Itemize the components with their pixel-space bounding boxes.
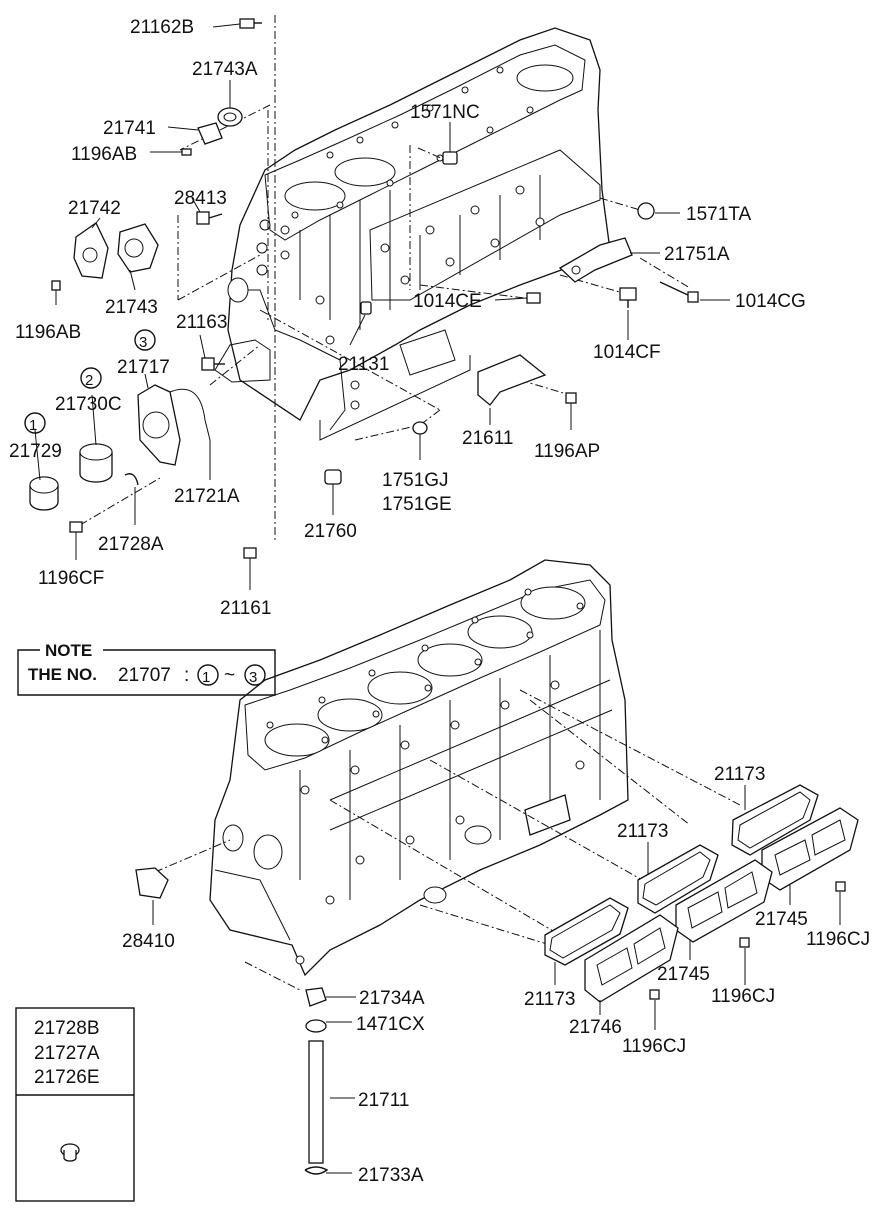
- callout-1751GJ: 1751GJ: [382, 470, 449, 491]
- callout-21161: 21161: [220, 598, 271, 619]
- circled-number-3: 3: [139, 334, 147, 351]
- note-title: NOTE: [45, 641, 92, 660]
- callout-21721A: 21721A: [174, 486, 240, 507]
- legend-item: 21726E: [34, 1067, 100, 1088]
- dipstick-assembly: [304, 987, 329, 1175]
- callout-21745: 21745: [755, 909, 808, 930]
- callout-21743: 21743: [105, 297, 158, 318]
- lower-cylinder-block: [209, 559, 629, 977]
- callout-21741: 21741: [103, 118, 156, 139]
- callout-21743A: 21743A: [192, 59, 258, 80]
- callout-21742: 21742: [68, 198, 121, 219]
- callout-1196CJ-3: 1196CJ: [622, 1036, 686, 1057]
- callout-21746: 21746: [569, 1017, 622, 1038]
- callout-21717: 21717: [117, 357, 170, 378]
- note-colon: :: [184, 665, 189, 686]
- callout-1014CG: 1014CG: [735, 291, 806, 312]
- callout-1571NC: 1571NC: [410, 102, 480, 123]
- callout-1571TA: 1571TA: [686, 204, 751, 225]
- note-box: NOTE THE NO. 21707 : 1 ~ 3: [17, 641, 276, 696]
- callout-1471CX: 1471CX: [356, 1014, 425, 1035]
- callout-21162B: 21162B: [130, 17, 194, 38]
- callout-1196AB: 1196AB: [71, 144, 137, 165]
- callout-1196CJ-2: 1196CJ: [711, 986, 775, 1007]
- callout-21734A: 21734A: [359, 988, 425, 1009]
- callout-1196CF: 1196CF: [38, 568, 104, 589]
- callout-21728A: 21728A: [98, 534, 164, 555]
- callout-1196CJ: 1196CJ: [806, 929, 870, 950]
- callout-28413: 28413: [174, 188, 227, 209]
- callout-1751GE: 1751GE: [382, 494, 452, 515]
- callout-21131: 21131: [338, 354, 389, 375]
- circled-number-1: 1: [29, 417, 37, 434]
- callout-1014CF: 1014CF: [593, 342, 661, 363]
- note-range-start: 1: [202, 669, 210, 686]
- lower-label-leaders: [152, 785, 841, 1174]
- note-range-end: 3: [249, 669, 257, 686]
- upper-label-leaders: [34, 23, 730, 590]
- callout-21163: 21163: [176, 312, 227, 333]
- callout-21733A: 21733A: [358, 1165, 424, 1186]
- callout-21711: 21711: [358, 1090, 409, 1111]
- circled-numbers: 3 2 1: [24, 329, 156, 434]
- callout-21729: 21729: [9, 441, 62, 462]
- callout-21173-2: 21173: [617, 821, 668, 842]
- note-part-number: 21707: [118, 665, 171, 686]
- legend-box: 21728B 21727A 21726E: [15, 1007, 135, 1202]
- callout-28410: 28410: [122, 931, 175, 952]
- callout-21173: 21173: [714, 764, 765, 785]
- callout-labels: 21162B 21743A 21741 1196AB 1571NC 21742 …: [9, 17, 870, 1186]
- upper-cylinder-block: [214, 27, 611, 441]
- callout-21730C: 21730C: [55, 394, 122, 415]
- note-prefix: THE NO.: [28, 665, 97, 684]
- callout-21173-3: 21173: [524, 989, 575, 1010]
- legend-item: 21728B: [34, 1018, 100, 1039]
- callout-21751A: 21751A: [664, 244, 730, 265]
- upper-leader-lines: [79, 15, 691, 540]
- lower-leader-lines: [154, 689, 741, 991]
- side-covers: [135, 784, 859, 1003]
- callout-21745-2: 21745: [657, 964, 710, 985]
- callout-1196AB-2: 1196AB: [15, 322, 81, 343]
- circled-number-2: 2: [85, 372, 93, 389]
- drain-plug-icon: [60, 1143, 80, 1162]
- note-tilde: ~: [224, 665, 235, 686]
- callout-1014CE: 1014CE: [413, 291, 482, 312]
- callout-21760: 21760: [304, 521, 357, 542]
- legend-item: 21727A: [34, 1043, 100, 1064]
- callout-21611: 21611: [462, 428, 513, 449]
- upper-small-parts: [29, 18, 699, 559]
- callout-1196AP: 1196AP: [534, 441, 600, 462]
